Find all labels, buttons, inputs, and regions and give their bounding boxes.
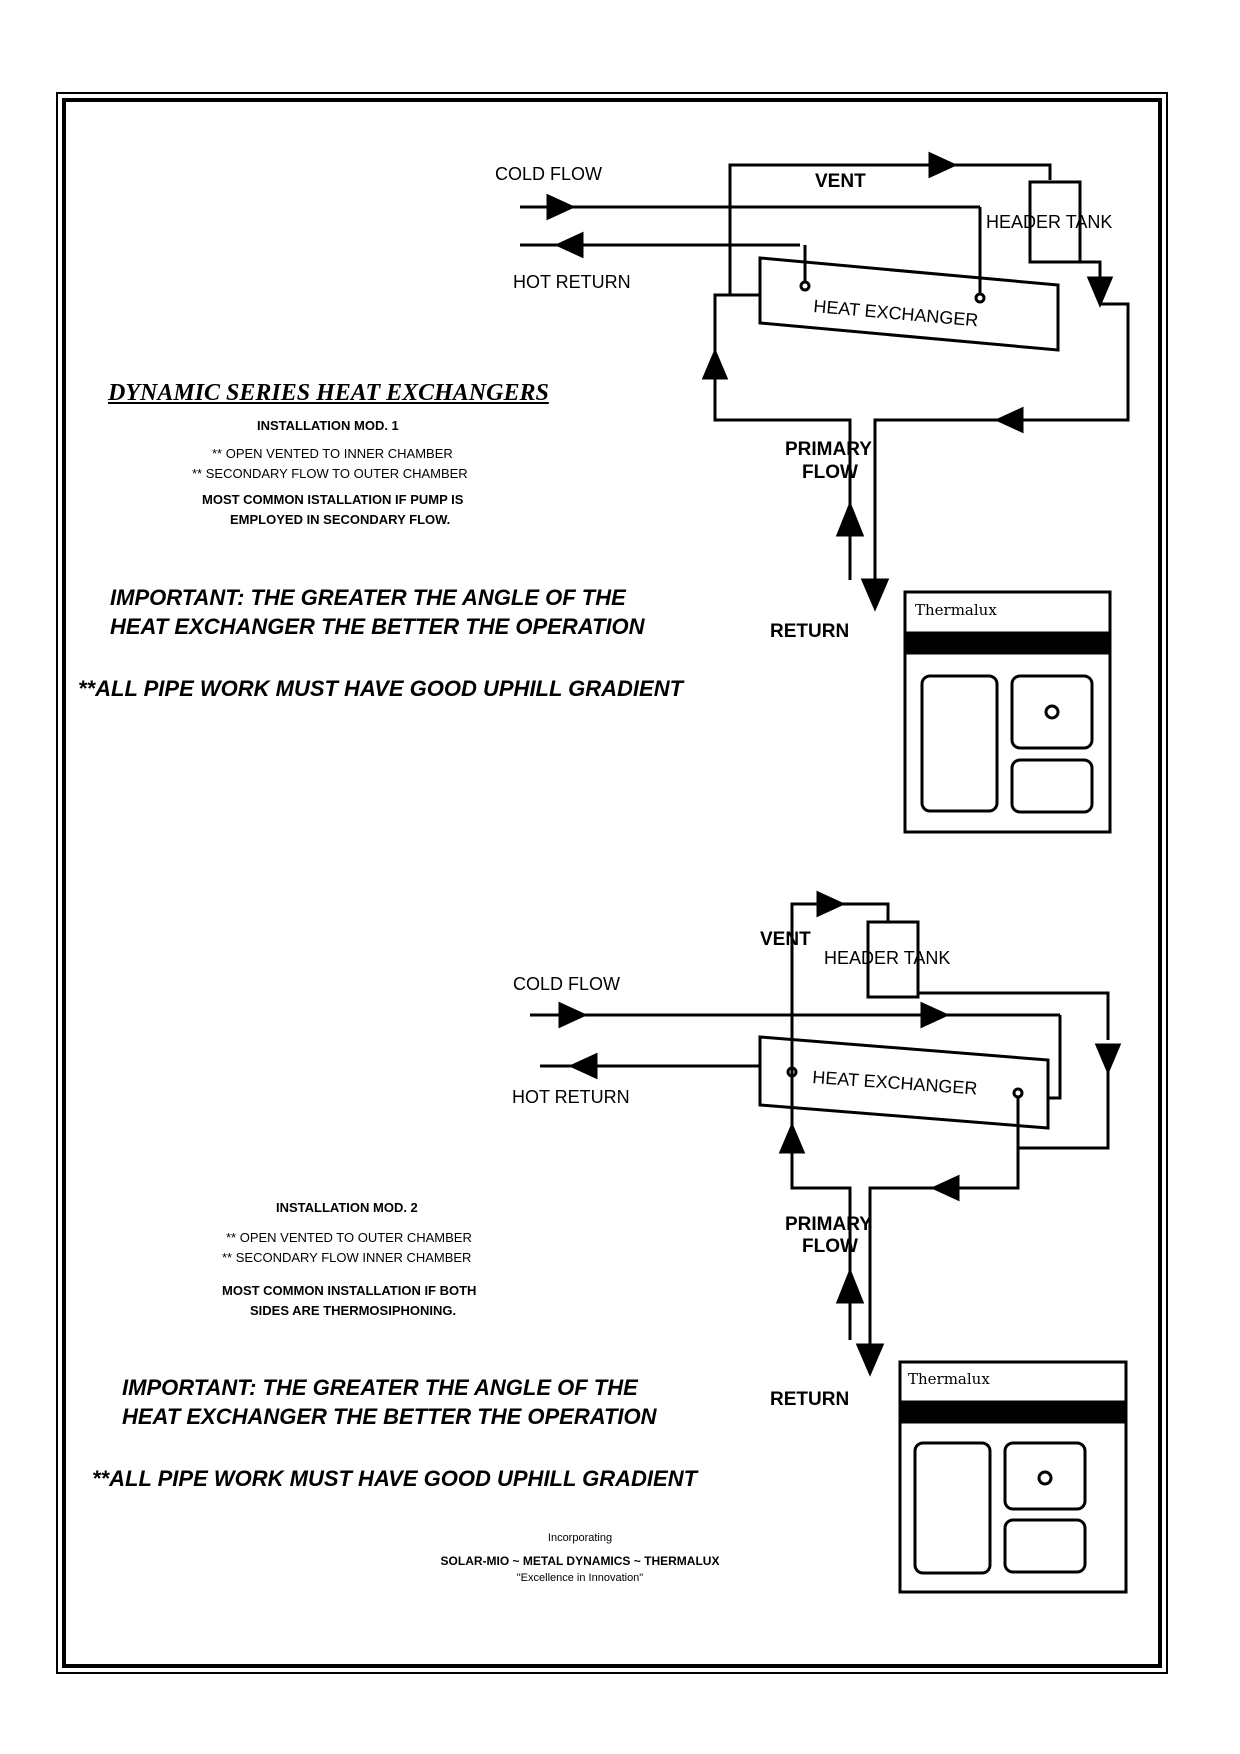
hot-return-label-2: HOT RETURN: [512, 1087, 630, 1107]
stove-hotplate-band-1: [903, 631, 1112, 655]
vent-arrow-2: [816, 890, 846, 918]
primary-left-arrow-1: [994, 406, 1024, 434]
vent-label-1: VENT: [815, 171, 866, 192]
cold-flow-arrow-2a: [558, 1001, 588, 1029]
primary-up-arrow-1a: [701, 348, 729, 380]
page-title: DYNAMIC SERIES HEAT EXCHANGERS: [108, 380, 549, 406]
header-tank-label-1: HEADER TANK: [986, 212, 1112, 232]
hx-port-2b: [1012, 1087, 1024, 1099]
stove-oven-door-2a: [913, 1441, 992, 1575]
header-tank-label-2: HEADER TANK: [824, 948, 950, 968]
primary-up-arrow-2a: [778, 1122, 806, 1154]
stove-hotplate-band-2: [898, 1400, 1128, 1424]
hx-link-2: [1016, 1071, 1110, 1150]
mod1-important-1: IMPORTANT: THE GREATER THE ANGLE OF THE: [110, 585, 626, 610]
primary-loop-left-1: [713, 293, 852, 580]
vent-pipe-1: [728, 163, 1052, 295]
stove-body-2: [898, 1360, 1128, 1594]
mod2-common-2: SIDES ARE THERMOSIPHONING.: [250, 1303, 457, 1318]
cold-flow-arrow-2b: [920, 1001, 950, 1029]
stove-brand-1: Thermalux: [915, 601, 997, 619]
return-label-1: RETURN: [770, 621, 849, 642]
stove-oven-door-1a: [920, 674, 999, 813]
header-tank-box-1: [1028, 180, 1082, 264]
cold-flow-arrow-1: [546, 193, 576, 221]
cold-flow-label-1: COLD FLOW: [495, 164, 602, 184]
mod2-important-1: IMPORTANT: THE GREATER THE ANGLE OF THE: [122, 1375, 638, 1400]
stove-oven-door-2b: [1003, 1441, 1087, 1511]
stove-oven-door-1b: [1010, 674, 1094, 750]
stove-dial-2: [1037, 1470, 1053, 1486]
heat-exchanger-box-1: [758, 256, 1060, 352]
hot-return-arrow-1: [554, 231, 584, 259]
vent-arrow-1: [928, 151, 958, 179]
vent-label-2: VENT: [760, 929, 811, 950]
footer-brands: SOLAR-MIO ~ METAL DYNAMICS ~ THERMALUX: [440, 1554, 720, 1568]
return-down-arrow-1: [860, 578, 890, 612]
primary-up-arrow-1b: [835, 500, 865, 537]
mod1-note-1: ** OPEN VENTED TO INNER CHAMBER: [212, 446, 453, 461]
mod1-common-1: MOST COMMON ISTALLATION IF PUMP IS: [202, 492, 464, 507]
mod2-note-2: ** SECONDARY FLOW INNER CHAMBER: [222, 1250, 472, 1265]
footer-incorporating: Incorporating: [547, 1532, 613, 1544]
mod1-common-2: EMPLOYED IN SECONDARY FLOW.: [230, 512, 451, 527]
primary-left-arrow-2: [930, 1174, 960, 1202]
primary-flow-label-1b: FLOW: [802, 462, 858, 483]
primary-up-arrow-2b: [835, 1267, 865, 1304]
heat-exchanger-label-2: HEAT EXCHANGER: [812, 1067, 978, 1098]
hot-return-label-1: HOT RETURN: [513, 272, 631, 292]
header-tank-arrow-1: [1086, 276, 1114, 308]
stove-oven-door-1c: [1010, 758, 1094, 814]
header-tank-outlet-2: [918, 991, 1110, 1040]
mod1-gradient-note: **ALL PIPE WORK MUST HAVE GOOD UPHILL GR…: [78, 676, 684, 701]
header-tank-arrow-2: [1094, 1043, 1122, 1075]
cold-flow-return-2: [1048, 1015, 1062, 1100]
primary-flow-label-2b: FLOW: [802, 1236, 858, 1257]
installation-mod2-title: INSTALLATION MOD. 2: [276, 1200, 418, 1215]
return-label-2: RETURN: [770, 1389, 849, 1410]
page-border-inner: [62, 98, 1162, 1668]
hx-port-2a: [786, 1066, 798, 1078]
return-down-arrow-2: [855, 1343, 885, 1377]
mod1-note-2: ** SECONDARY FLOW TO OUTER CHAMBER: [192, 466, 468, 481]
page-border-outer: [56, 92, 1168, 1674]
stove-dial-1: [1044, 704, 1060, 720]
mod1-important-2: HEAT EXCHANGER THE BETTER THE OPERATION: [110, 614, 645, 639]
hot-return-arrow-2: [568, 1052, 598, 1080]
primary-loop-right-2: [868, 1148, 1020, 1355]
mod2-gradient-note: **ALL PIPE WORK MUST HAVE GOOD UPHILL GR…: [92, 1466, 698, 1491]
footer-slogan: "Excellence in Innovation": [516, 1572, 644, 1584]
header-tank-box-2: [866, 920, 920, 999]
primary-flow-label-1a: PRIMARY: [785, 439, 872, 460]
heat-exchanger-box-2: [758, 1035, 1050, 1130]
stove-oven-door-2c: [1003, 1518, 1087, 1574]
primary-loop-right-1: [873, 302, 1130, 590]
mod2-note-1: ** OPEN VENTED TO OUTER CHAMBER: [226, 1230, 472, 1245]
cold-flow-label-2: COLD FLOW: [513, 974, 620, 994]
installation-mod1-title: INSTALLATION MOD. 1: [257, 418, 399, 433]
mod2-important-2: HEAT EXCHANGER THE BETTER THE OPERATION: [122, 1404, 657, 1429]
mod2-common-1: MOST COMMON INSTALLATION IF BOTH: [222, 1283, 477, 1298]
stove-brand-2: Thermalux: [908, 1370, 990, 1388]
stove-body-1: [903, 590, 1112, 834]
primary-flow-label-2a: PRIMARY: [785, 1214, 872, 1235]
